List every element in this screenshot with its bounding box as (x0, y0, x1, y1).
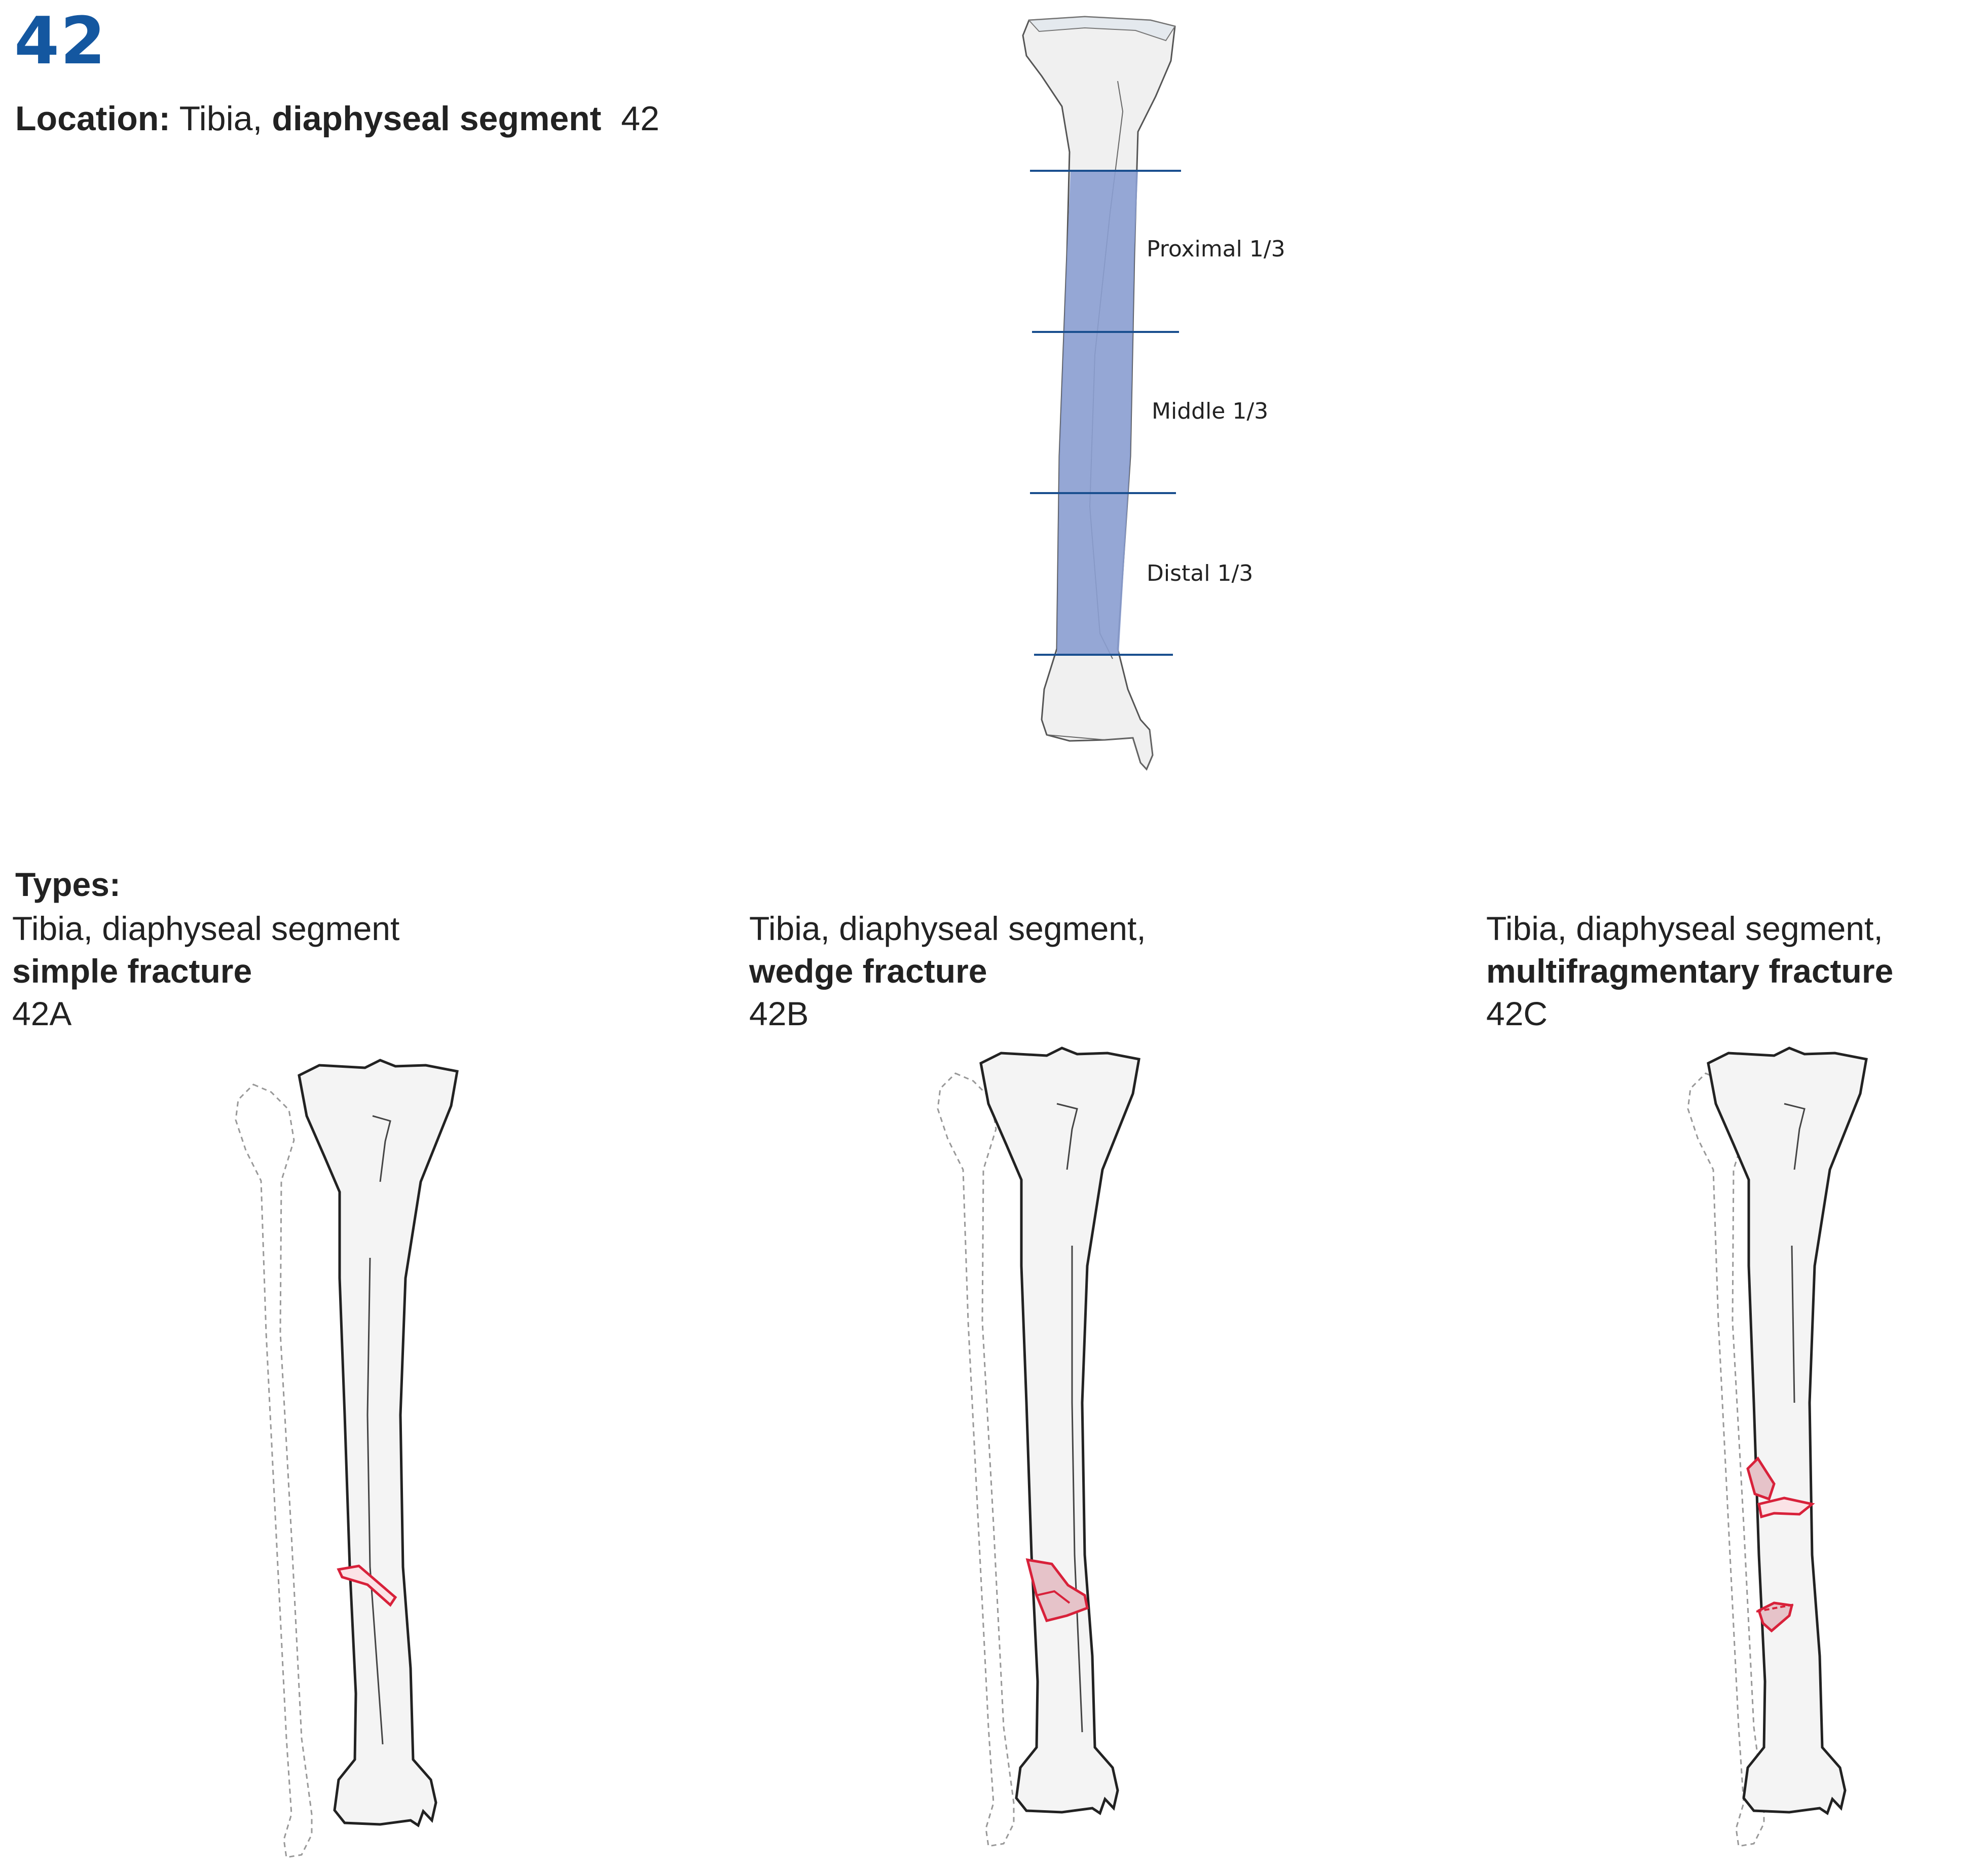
fracture-fragment-upper (1746, 1456, 1776, 1501)
tibia-outline (299, 1060, 457, 1825)
segment-code: 42 (14, 4, 107, 79)
wedge-fragment (1025, 1558, 1089, 1622)
location-bone: Tibia, (179, 99, 263, 138)
location-label: Location: (15, 99, 170, 138)
tibia-tubercle-line (372, 1115, 391, 1182)
tibia-tubercle-line (1784, 1103, 1806, 1170)
type-code: 42B (749, 995, 809, 1032)
types-heading: Types: (15, 866, 121, 903)
type-code: 42A (12, 995, 72, 1032)
type-description: Tibia, diaphyseal segment, (749, 910, 1146, 947)
type-description: Tibia, diaphyseal segment (12, 910, 400, 947)
tibia-location-diagram (1022, 16, 1181, 771)
tibia-illustration-42a (235, 1060, 457, 1858)
type-block-42a: Tibia, diaphyseal segment simple fractur… (12, 907, 399, 1035)
type-block-42c: Tibia, diaphyseal segment, multifragment… (1486, 907, 1893, 1035)
type-code: 42C (1486, 995, 1548, 1032)
fracture-line (337, 1564, 397, 1607)
tibia-malleolus (1046, 729, 1154, 770)
location-segment: diaphyseal segment (272, 99, 602, 138)
tibia-illustration-42c (1687, 1048, 1866, 1847)
fracture-line (1036, 1590, 1071, 1604)
segment-label-middle: Middle 1/3 (1152, 398, 1269, 424)
type-description: Tibia, diaphyseal segment, (1486, 910, 1883, 947)
type-name: simple fracture (12, 952, 252, 990)
tibia-outline (1708, 1048, 1866, 1813)
fibula-outline (235, 1083, 313, 1858)
segment-label-distal: Distal 1/3 (1147, 560, 1254, 586)
type-name: wedge fracture (749, 952, 987, 990)
tibia-inner-line (366, 1257, 384, 1745)
tibia-illustration-42b (937, 1048, 1139, 1847)
fracture-fragment-middle (1757, 1497, 1815, 1519)
segment-label-proximal: Proximal 1/3 (1147, 236, 1285, 262)
tibia-plateau (1027, 16, 1176, 42)
diaphysis-shading (1057, 171, 1138, 655)
tibia-outline (981, 1048, 1139, 1813)
type-block-42b: Tibia, diaphyseal segment, wedge fractur… (749, 907, 1146, 1035)
fibula-outline (937, 1072, 1015, 1847)
tibia-inner-line (1071, 1246, 1083, 1733)
type-name: multifragmentary fracture (1486, 952, 1894, 990)
location-code: 42 (621, 99, 659, 138)
tibia-inner-line (1791, 1245, 1795, 1403)
fracture-line-lower (1756, 1603, 1795, 1613)
location-line: Location: Tibia, diaphyseal segment 42 (15, 101, 659, 136)
tibia-tubercle-line (1056, 1103, 1078, 1170)
